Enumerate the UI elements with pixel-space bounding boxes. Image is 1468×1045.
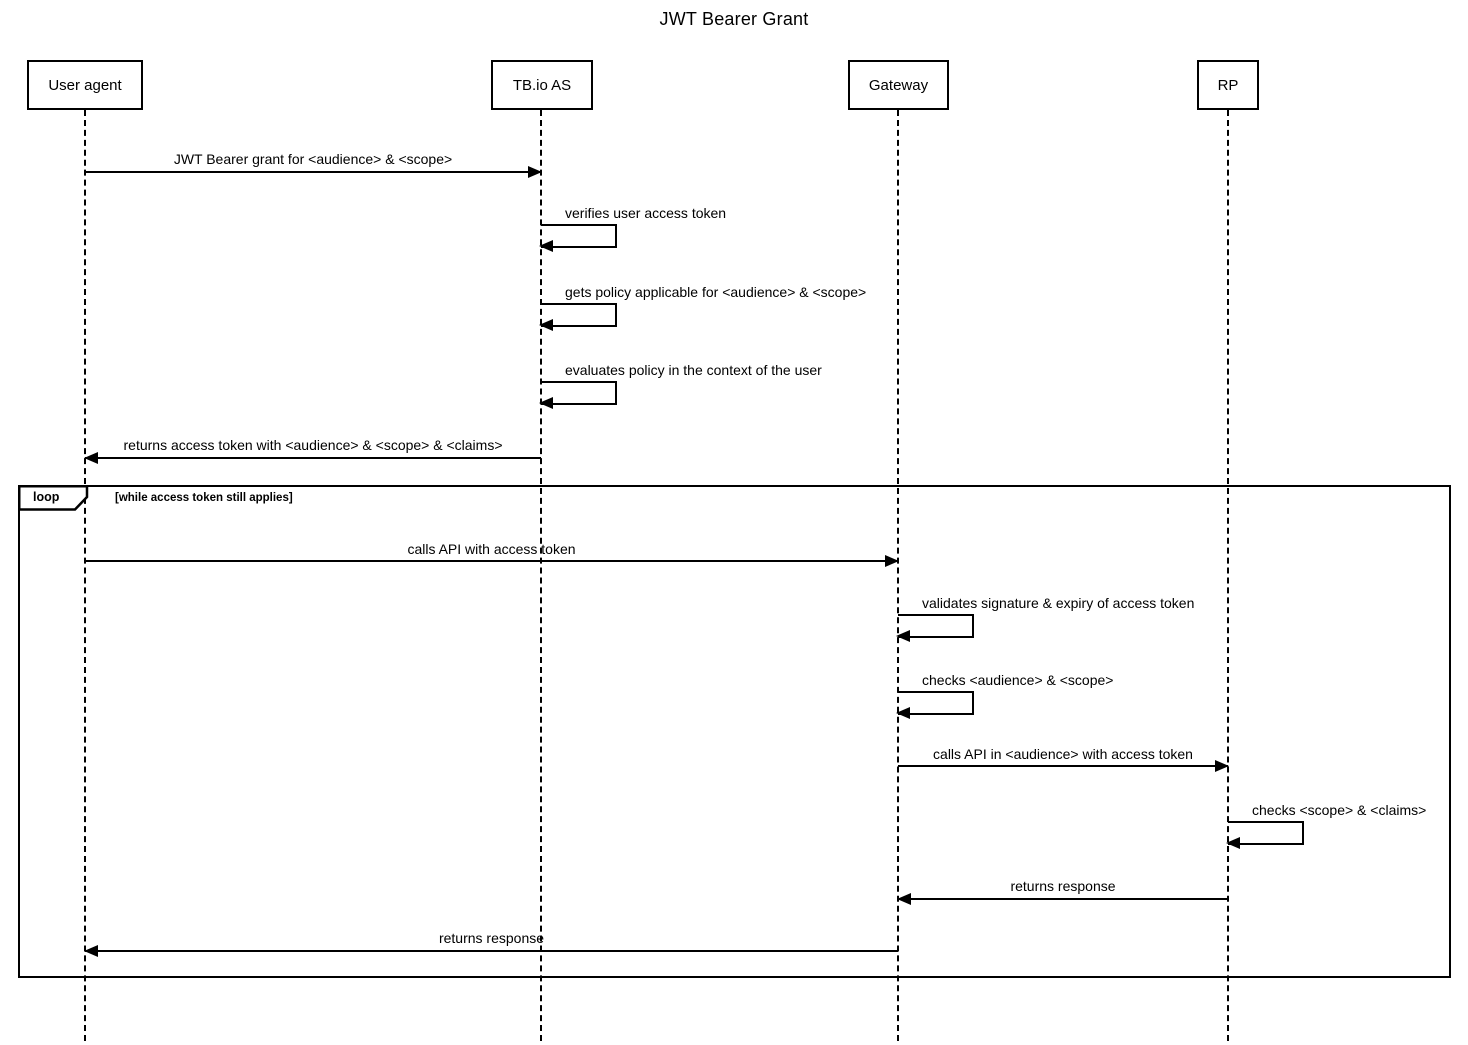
participant-name: User agent [48,76,122,94]
arrowhead-right-icon [1215,760,1229,772]
loop-fragment: loop [while access token still applies] [17,484,1451,978]
message-label: evaluates policy in the context of the u… [565,362,822,378]
self-message-loop [896,691,974,719]
self-message-loop [896,614,974,642]
lifeline-user-agent [84,110,86,1041]
lifeline-rp [1227,110,1229,1041]
message-line [897,893,1228,905]
participant-name: Gateway [868,76,929,94]
self-message-loop [539,381,617,409]
message-label: calls API in <audience> with access toke… [933,746,1193,762]
loop-condition: [while access token still applies] [115,492,293,504]
lifeline-tbio-as [540,110,542,1041]
diagram-title: JWT Bearer Grant [659,9,809,29]
message-label: validates signature & expiry of access t… [922,595,1195,611]
participant-name: TB.io AS [512,76,572,94]
lifeline-gateway [897,110,899,1041]
self-message-loop [539,303,617,331]
message-label: verifies user access token [565,205,727,221]
message-label: returns response [438,930,545,946]
participant-name: RP [1217,76,1239,94]
message-line [84,452,541,464]
loop-operator-label: loop [33,490,60,504]
arrowhead-right-icon [528,166,542,178]
message-label: returns access token with <audience> & <… [123,437,503,453]
message-line [898,760,1229,772]
message-label: JWT Bearer grant for <audience> & <scope… [173,151,453,167]
arrowhead-left-icon [84,452,98,464]
message-label: calls API with access token [407,541,576,557]
self-message-loop [539,224,617,252]
arrowhead-right-icon [885,555,899,567]
message-label: checks <scope> & <claims> [1252,802,1427,818]
message-line [85,555,899,567]
arrowhead-left-icon [1226,837,1240,849]
participant-box-user-agent: User agent [27,60,143,110]
arrowhead-left-icon [84,945,98,957]
participant-box-tbio-as: TB.io AS [491,60,593,110]
message-label: returns response [1010,878,1116,894]
message-line [84,945,898,957]
arrowhead-left-icon [896,630,910,642]
arrowhead-left-icon [539,240,553,252]
arrowhead-left-icon [539,397,553,409]
message-line [85,166,542,178]
message-label: checks <audience> & <scope> [922,672,1114,688]
participant-box-gateway: Gateway [848,60,949,110]
arrowhead-left-icon [896,707,910,719]
arrowhead-left-icon [539,319,553,331]
arrowhead-left-icon [897,893,911,905]
participant-box-rp: RP [1197,60,1259,110]
self-message-loop [1226,821,1304,849]
loop-tab-icon [17,484,88,511]
message-label: gets policy applicable for <audience> & … [565,284,867,300]
